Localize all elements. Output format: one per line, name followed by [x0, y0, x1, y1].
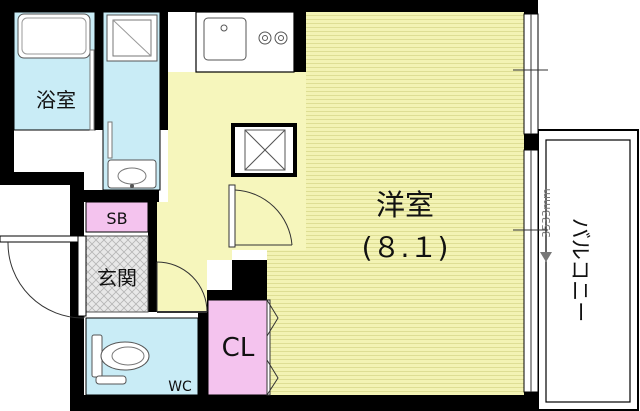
entrance-door — [0, 235, 87, 319]
closet — [207, 299, 279, 396]
toilet-door — [156, 261, 208, 313]
dimension-arrow-icon — [540, 252, 552, 262]
bath-label: 浴室 — [36, 88, 76, 112]
stove-burner-icon — [274, 31, 288, 45]
shoebox-label: SB — [106, 209, 127, 228]
stove-burner-icon — [258, 31, 272, 45]
storage-hatch — [231, 123, 297, 177]
western-room-label: 洋室 — [376, 188, 434, 222]
windows — [513, 13, 548, 393]
western-room-floor — [306, 12, 524, 395]
balcony — [537, 129, 639, 411]
toilet-bowl-icon — [100, 341, 150, 371]
toilet-label: WC — [168, 379, 192, 395]
kitchen-counter — [195, 11, 295, 73]
dimension-label: 3533mm — [540, 188, 553, 237]
western-room-size: (８.１) — [362, 231, 449, 264]
closet-label: CL — [222, 333, 255, 363]
room-door — [228, 184, 293, 248]
bathroom — [13, 11, 96, 131]
balcony-label: バルコニー — [568, 218, 592, 323]
shoebox — [85, 201, 149, 233]
toilet-room — [85, 317, 199, 396]
washroom — [102, 11, 161, 191]
entrance-label: 玄関 — [97, 266, 137, 290]
